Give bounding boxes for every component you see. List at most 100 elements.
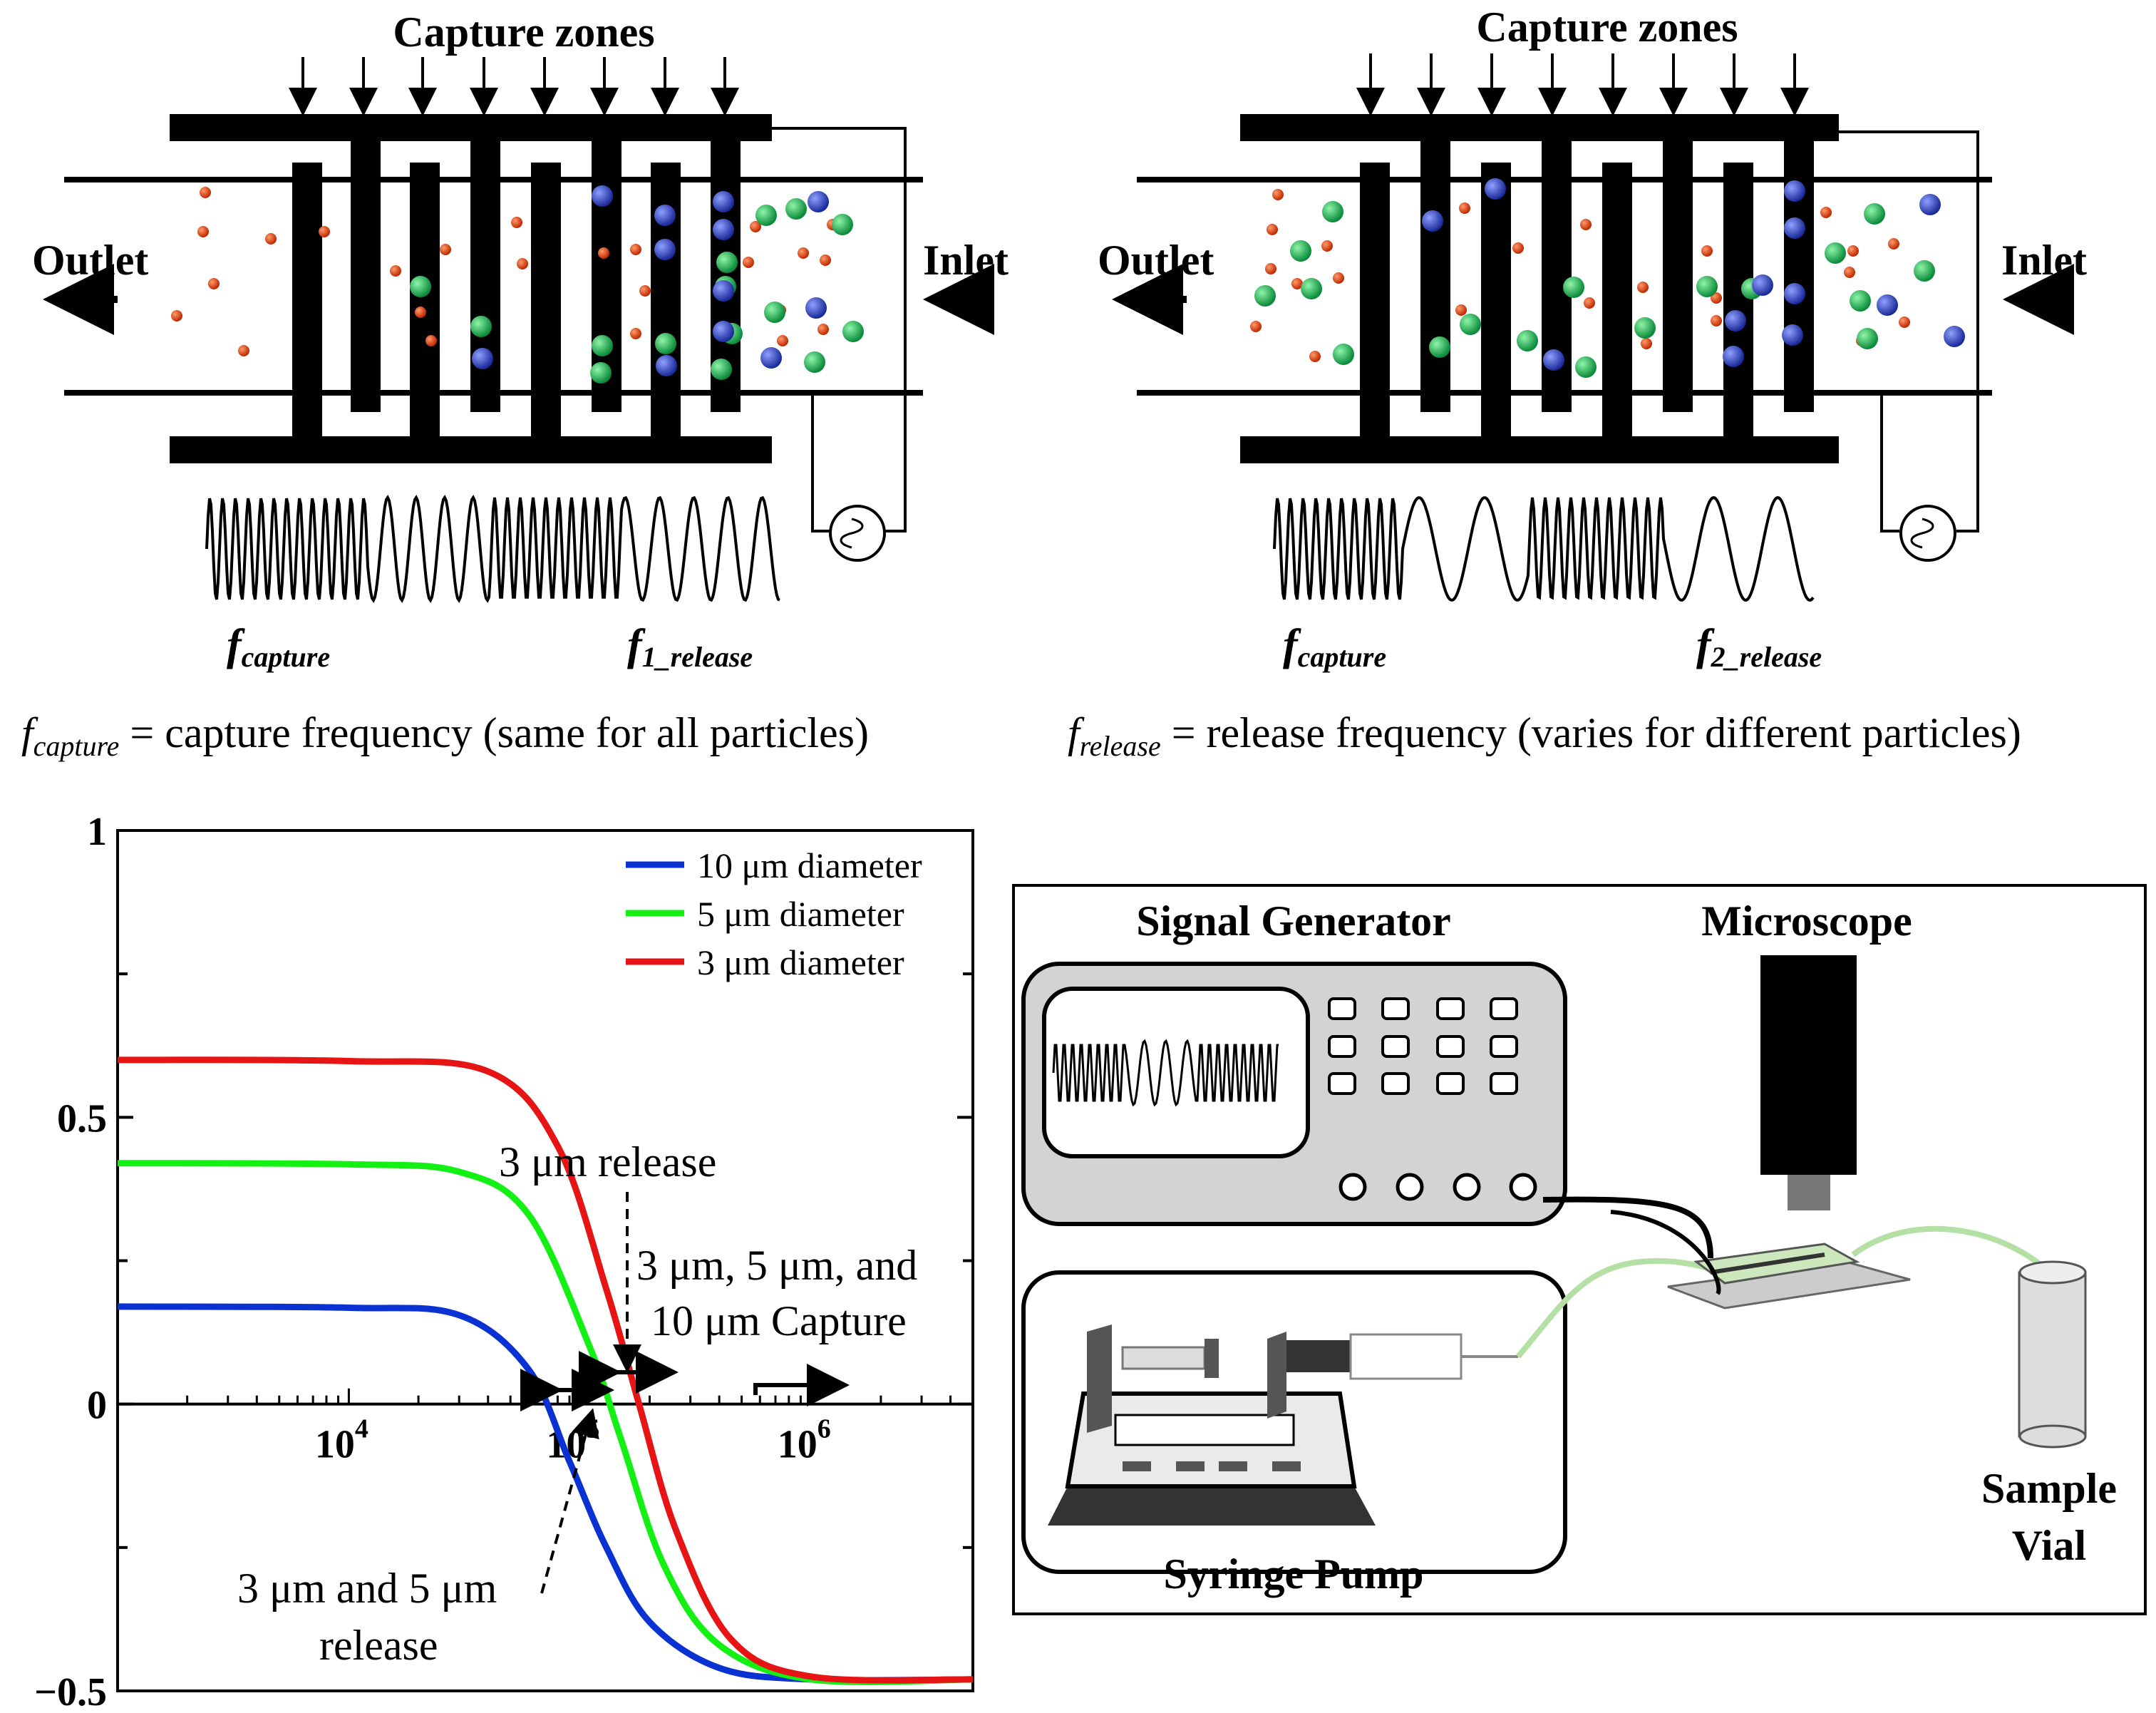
medium-particle — [1696, 276, 1718, 297]
annotation-capture-line2: 10 μm Capture — [651, 1297, 907, 1344]
pump-display — [1114, 1414, 1295, 1446]
medium-particle — [1864, 203, 1885, 225]
small-particle — [1309, 351, 1321, 362]
small-particle — [1512, 242, 1524, 254]
series-line — [117, 1303, 974, 1684]
medium-particle — [1254, 285, 1276, 307]
small-particle — [1899, 317, 1910, 328]
small-particle — [319, 226, 330, 237]
keypad-button — [1436, 1072, 1465, 1095]
electrode-array — [170, 114, 772, 463]
medium-particle — [1575, 356, 1597, 378]
keypad-button — [1490, 997, 1518, 1020]
small-particle — [1820, 207, 1832, 218]
x-tick-label: 104 — [315, 1414, 368, 1467]
keypad-button — [1490, 1035, 1518, 1058]
f-release-label: f1_release — [627, 621, 753, 673]
f-release-label: f2_release — [1696, 621, 1822, 673]
medium-particle — [1429, 336, 1450, 358]
small-particle — [1637, 282, 1649, 293]
medium-particle — [1850, 290, 1871, 312]
medium-particle — [832, 214, 853, 235]
annotation-35-release-line2: release — [319, 1622, 438, 1669]
medium-particle — [590, 362, 612, 384]
y-axis-ticks: 10.50−0.5 — [34, 810, 973, 1713]
small-particle — [1321, 240, 1333, 252]
large-particle — [1543, 349, 1564, 371]
panel-b: Capture zones Outlet Inlet fcapture f2_r… — [1068, 4, 2087, 762]
medium-particle — [1333, 344, 1354, 365]
signal-generator-label: Signal Generator — [1136, 897, 1451, 945]
y-tick-label: 1 — [87, 810, 107, 854]
particles — [1250, 178, 1965, 378]
series-line — [117, 1056, 974, 1684]
panel-a: Capture zones Outlet Inlet fcapture f1_r… — [21, 9, 1009, 762]
large-particle — [805, 297, 827, 319]
keypad-button — [1381, 1072, 1410, 1095]
small-particle — [1333, 272, 1344, 284]
small-particle — [630, 328, 641, 339]
small-particle — [440, 244, 451, 255]
electrode-finger — [1420, 135, 1450, 412]
x-tick-label: 106 — [778, 1414, 831, 1467]
microscope: Microscope — [1701, 897, 1912, 1210]
small-particle — [390, 265, 401, 277]
medium-particle — [755, 205, 777, 226]
experimental-setup: Signal Generator Syringe Pump — [1012, 884, 2147, 1615]
medium-particle — [1301, 278, 1322, 299]
large-particle — [713, 191, 734, 212]
annotation-35-release-pointer — [540, 1408, 599, 1594]
legend-label: 3 μm diameter — [697, 942, 904, 982]
pump-base — [1048, 1486, 1376, 1526]
electrode-finger — [1360, 163, 1390, 442]
electrode-finger — [470, 135, 500, 412]
frequency-waveform — [205, 495, 780, 603]
annotation-3um-release: 3 μm release — [499, 1138, 716, 1185]
electrode-finger — [410, 163, 440, 442]
keypad-button — [1436, 997, 1465, 1020]
large-particle — [654, 239, 676, 260]
top-electrode-bus — [1240, 114, 1839, 141]
large-particle — [472, 348, 493, 369]
medium-particle — [785, 198, 807, 220]
small-particle — [517, 258, 528, 269]
legend-label: 10 μm diameter — [697, 845, 922, 885]
small-particle — [1641, 338, 1652, 349]
ac-source-wiring — [1839, 130, 1979, 562]
large-particle — [760, 347, 782, 369]
electrode-finger — [651, 163, 681, 442]
oscilloscope-screen — [1042, 987, 1310, 1158]
outlet-label: Outlet — [1098, 237, 1214, 284]
small-particle — [197, 226, 209, 237]
large-particle — [713, 321, 734, 342]
electrode-finger — [531, 163, 561, 442]
large-particle — [656, 355, 677, 376]
small-particle — [1265, 263, 1276, 274]
capture-zone-arrows — [1356, 53, 1809, 116]
capture-zones-title: Capture zones — [393, 9, 654, 56]
capture-frequency-caption: fcapture = capture frequency (same for a… — [21, 709, 869, 762]
medium-particle — [1517, 330, 1538, 351]
particles — [171, 185, 864, 384]
bottom-electrode-bus — [170, 436, 772, 463]
small-particle — [171, 310, 182, 321]
small-particle — [238, 345, 249, 356]
small-particle — [598, 247, 609, 259]
large-particle — [1782, 324, 1803, 346]
electrode-array — [1240, 114, 1839, 463]
knob — [1509, 1173, 1537, 1201]
f-capture-label: fcapture — [227, 621, 330, 673]
medium-particle — [711, 359, 732, 380]
medium-particle — [1322, 201, 1343, 222]
large-particle — [1877, 294, 1898, 316]
small-particle — [630, 244, 641, 255]
small-particle — [817, 324, 829, 335]
small-particle — [415, 307, 426, 318]
medium-particle — [1914, 260, 1935, 282]
large-particle — [1485, 178, 1506, 200]
small-particle — [511, 217, 522, 228]
small-particle — [1267, 224, 1278, 235]
small-particle — [798, 247, 809, 259]
f-capture-label: fcapture — [1283, 621, 1386, 673]
